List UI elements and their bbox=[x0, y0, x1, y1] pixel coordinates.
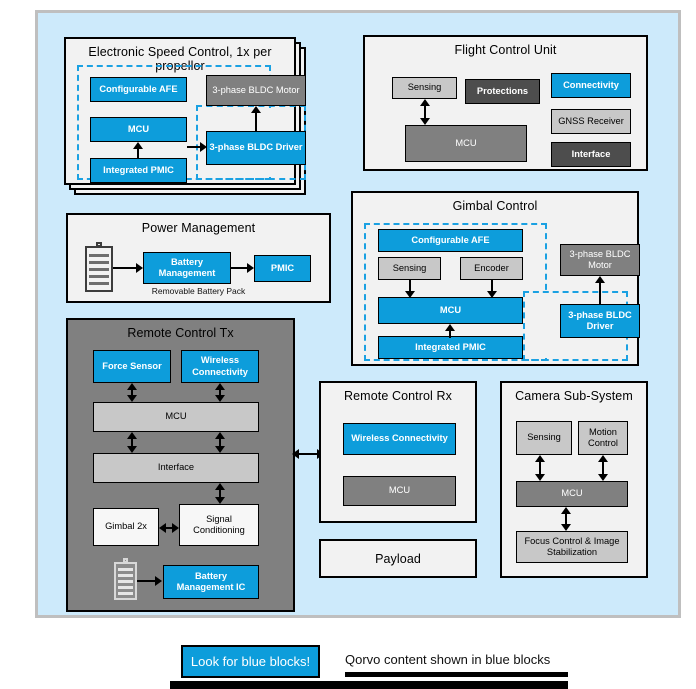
esc-arrow-driver-to-motor bbox=[250, 106, 262, 131]
esc-group: Electronic Speed Control, 1x per propell… bbox=[64, 37, 306, 185]
diagram-canvas: Electronic Speed Control, 1x per propell… bbox=[35, 10, 681, 618]
remote-tx-arrow-force-mcu bbox=[126, 383, 138, 402]
remote-tx-battery-icon bbox=[114, 558, 137, 600]
gimbal-integrated-pmic-block: Integrated PMIC bbox=[378, 336, 523, 359]
gimbal-mcu-block: MCU bbox=[378, 297, 523, 324]
remote-tx-force-sensor-block: Force Sensor bbox=[93, 350, 171, 383]
camera-motion-control-block: Motion Control bbox=[578, 421, 628, 455]
fcu-connectivity-block: Connectivity bbox=[551, 73, 631, 98]
remote-tx-group: Remote Control Tx Force Sensor Wireless … bbox=[66, 318, 295, 612]
power-pmic-block: PMIC bbox=[254, 255, 311, 282]
esc-bldc-driver-block: 3-phase BLDC Driver bbox=[206, 131, 306, 165]
esc-bldc-motor-block: 3-phase BLDC Motor bbox=[206, 75, 306, 106]
footer-bar bbox=[170, 681, 568, 689]
gimbal-arrow-driver-to-motor bbox=[594, 276, 606, 304]
power-management-title: Power Management bbox=[141, 221, 256, 235]
power-arrow-bms-to-pmic bbox=[231, 263, 256, 273]
remote-rx-group: Remote Control Rx Wireless Connectivity … bbox=[319, 381, 477, 523]
esc-arrow-pmic-to-mcu bbox=[132, 142, 144, 158]
legend-blue-chip: Look for blue blocks! bbox=[181, 645, 320, 678]
fcu-group: Flight Control Unit Sensing Protections … bbox=[363, 35, 648, 171]
gimbal-region-mask-a bbox=[526, 294, 545, 358]
esc-arrow-mcu-to-driver bbox=[187, 142, 207, 152]
gimbal-bldc-driver-block: 3-phase BLDC Driver bbox=[560, 304, 640, 338]
remote-tx-arrow-wireless-mcu bbox=[214, 383, 226, 402]
remote-rx-wireless-connectivity-block: Wireless Connectivity bbox=[343, 423, 456, 455]
esc-configurable-afe-block: Configurable AFE bbox=[90, 77, 187, 102]
remote-rx-mcu-block: MCU bbox=[343, 476, 456, 506]
remote-rx-title: Remote Control Rx bbox=[344, 389, 452, 403]
remote-tx-arrow-mcu-interface-left bbox=[126, 432, 138, 453]
gimbal-encoder-block: Encoder bbox=[460, 257, 523, 280]
gimbal-group: Gimbal Control Configurable AFE Sensing … bbox=[351, 191, 640, 366]
power-arrow-battery-to-bms bbox=[113, 263, 145, 273]
remote-tx-arrow-mcu-interface-right bbox=[214, 432, 226, 453]
legend-underline-bar bbox=[345, 672, 568, 677]
remote-tx-title: Remote Control Tx bbox=[127, 326, 234, 340]
payload-title: Payload bbox=[375, 552, 421, 566]
remote-tx-interface-block: Interface bbox=[93, 453, 259, 483]
camera-mcu-block: MCU bbox=[516, 481, 628, 507]
remote-tx-wireless-connectivity-block: Wireless Connectivity bbox=[181, 350, 259, 383]
remote-tx-arrow-interface-signal bbox=[214, 483, 226, 504]
power-battery-management-block: Battery Management bbox=[143, 252, 231, 284]
gimbal-arrow-pmic-to-mcu bbox=[444, 324, 456, 338]
remote-tx-signal-conditioning-block: Signal Conditioning bbox=[179, 504, 259, 546]
fcu-title: Flight Control Unit bbox=[454, 43, 557, 57]
fcu-mcu-block: MCU bbox=[405, 125, 527, 162]
legend-chip-label: Look for blue blocks! bbox=[190, 654, 311, 669]
payload-group: Payload bbox=[319, 539, 477, 578]
gimbal-region-mask-b bbox=[545, 294, 550, 358]
gimbal-arrow-sensing-to-mcu bbox=[404, 280, 416, 298]
esc-title: Electronic Speed Control, 1x per propell… bbox=[88, 45, 272, 73]
gimbal-configurable-afe-block: Configurable AFE bbox=[378, 229, 523, 252]
camera-arrow-mcu-focus bbox=[560, 507, 572, 531]
esc-integrated-pmic-block: Integrated PMIC bbox=[90, 158, 187, 183]
removable-battery-pack-caption: Removable Battery Pack bbox=[151, 286, 246, 296]
gimbal-title: Gimbal Control bbox=[452, 199, 538, 213]
camera-group: Camera Sub-System Sensing Motion Control… bbox=[500, 381, 648, 578]
remote-tx-battery-management-ic-block: Battery Management IC bbox=[163, 565, 259, 599]
esc-mcu-block: MCU bbox=[90, 117, 187, 142]
fcu-protections-block: Protections bbox=[465, 79, 540, 104]
remote-tx-gimbal-block: Gimbal 2x bbox=[93, 508, 159, 546]
remote-tx-arrow-gimbal-signal bbox=[159, 522, 179, 534]
gimbal-sensing-block: Sensing bbox=[378, 257, 441, 280]
camera-title: Camera Sub-System bbox=[515, 389, 633, 403]
legend-note: Qorvo content shown in blue blocks bbox=[345, 652, 551, 667]
remote-tx-mcu-block: MCU bbox=[93, 402, 259, 432]
camera-arrow-motion-mcu bbox=[597, 455, 609, 481]
fcu-interface-block: Interface bbox=[551, 142, 631, 167]
gimbal-arrow-encoder-to-mcu bbox=[486, 280, 498, 298]
camera-sensing-block: Sensing bbox=[516, 421, 572, 455]
fcu-sensing-block: Sensing bbox=[392, 77, 457, 99]
remote-tx-arrow-battery-to-bms bbox=[137, 576, 164, 586]
camera-focus-control-block: Focus Control & Image Stabilization bbox=[516, 531, 628, 563]
gimbal-bldc-motor-block: 3-phase BLDC Motor bbox=[560, 244, 640, 276]
camera-arrow-sensing-mcu bbox=[534, 455, 546, 481]
power-management-group: Power Management Battery Management PMIC… bbox=[66, 213, 331, 303]
fcu-arrow-sensing-mcu bbox=[419, 99, 431, 125]
battery-icon bbox=[85, 242, 113, 292]
fcu-gnss-receiver-block: GNSS Receiver bbox=[551, 109, 631, 134]
